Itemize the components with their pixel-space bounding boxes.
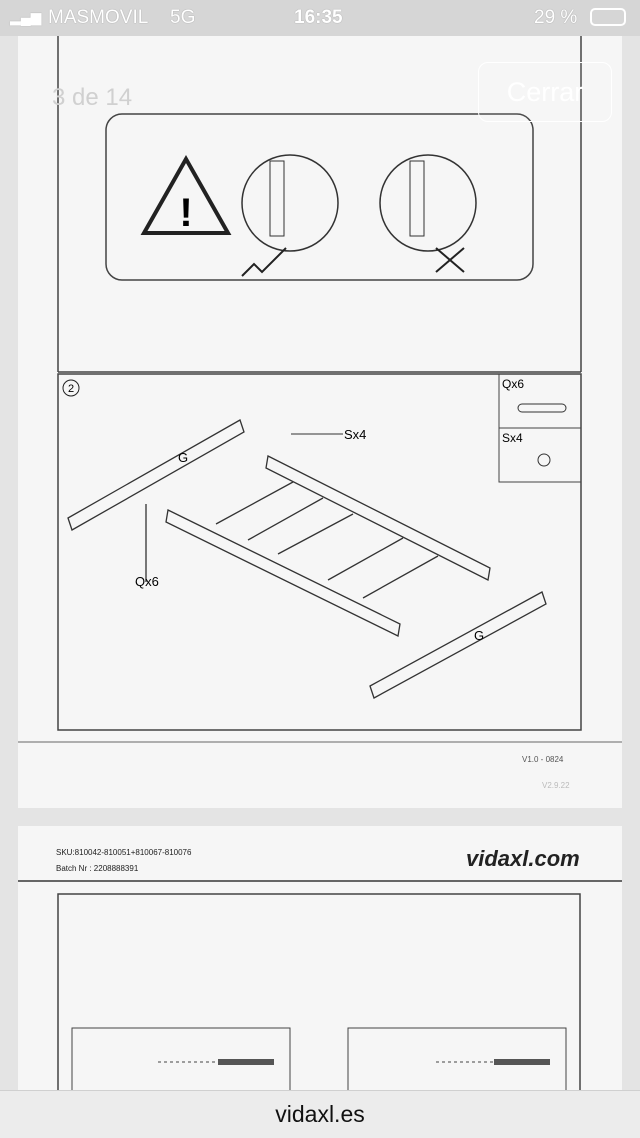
bed-frame-drawing — [67, 419, 547, 699]
batch-number: Batch Nr : 2208888391 — [56, 864, 139, 873]
vidaxl-logo: vidaxl.com — [466, 846, 580, 871]
network-type: 5G — [170, 7, 196, 28]
assembly-diagram: ! 2 Qx6 Sx4 Sx4 Qx6 G G — [18, 36, 622, 743]
callout-q: Qx6 — [135, 574, 159, 589]
signal-icon: ▂▄▆ — [10, 9, 42, 25]
check-icon — [241, 247, 287, 277]
version-label-2: V2.9.22 — [542, 781, 570, 790]
correct-detail-circle — [241, 154, 339, 252]
carrier: MASMOVIL — [48, 7, 149, 28]
status-bar: ▂▄▆ MASMOVIL 5G 16:35 29 % — [0, 0, 640, 36]
version-label: V1.0 - 0824 — [522, 755, 564, 764]
hardware-diagram — [18, 880, 622, 1106]
manual-page-4: SKU:810042-810051+810067-810076 Batch Nr… — [18, 826, 622, 1126]
close-button[interactable]: Cerrar — [478, 62, 612, 122]
callout-g-right: G — [474, 628, 484, 643]
manual-page-3: ! 2 Qx6 Sx4 Sx4 Qx6 G G V1.0 - — [18, 36, 622, 808]
wrong-detail-circle — [379, 154, 477, 252]
sku: SKU:810042-810051+810067-810076 — [56, 848, 192, 857]
svg-text:!: ! — [179, 191, 192, 235]
step-number: 2 — [68, 383, 74, 395]
page-counter: 3 de 14 — [52, 84, 133, 111]
part-q-label: Qx6 — [502, 377, 524, 391]
callout-g-left: G — [178, 450, 188, 465]
url-bar[interactable]: vidaxl.es — [0, 1090, 640, 1138]
part-s-label: Sx4 — [502, 431, 523, 445]
battery-percent: 29 % — [534, 7, 578, 28]
callout-s: Sx4 — [344, 427, 366, 442]
battery-icon — [590, 8, 626, 26]
clock: 16:35 — [294, 7, 343, 28]
warning-box — [105, 113, 534, 281]
warning-icon: ! — [140, 154, 232, 235]
cross-icon — [435, 247, 465, 273]
